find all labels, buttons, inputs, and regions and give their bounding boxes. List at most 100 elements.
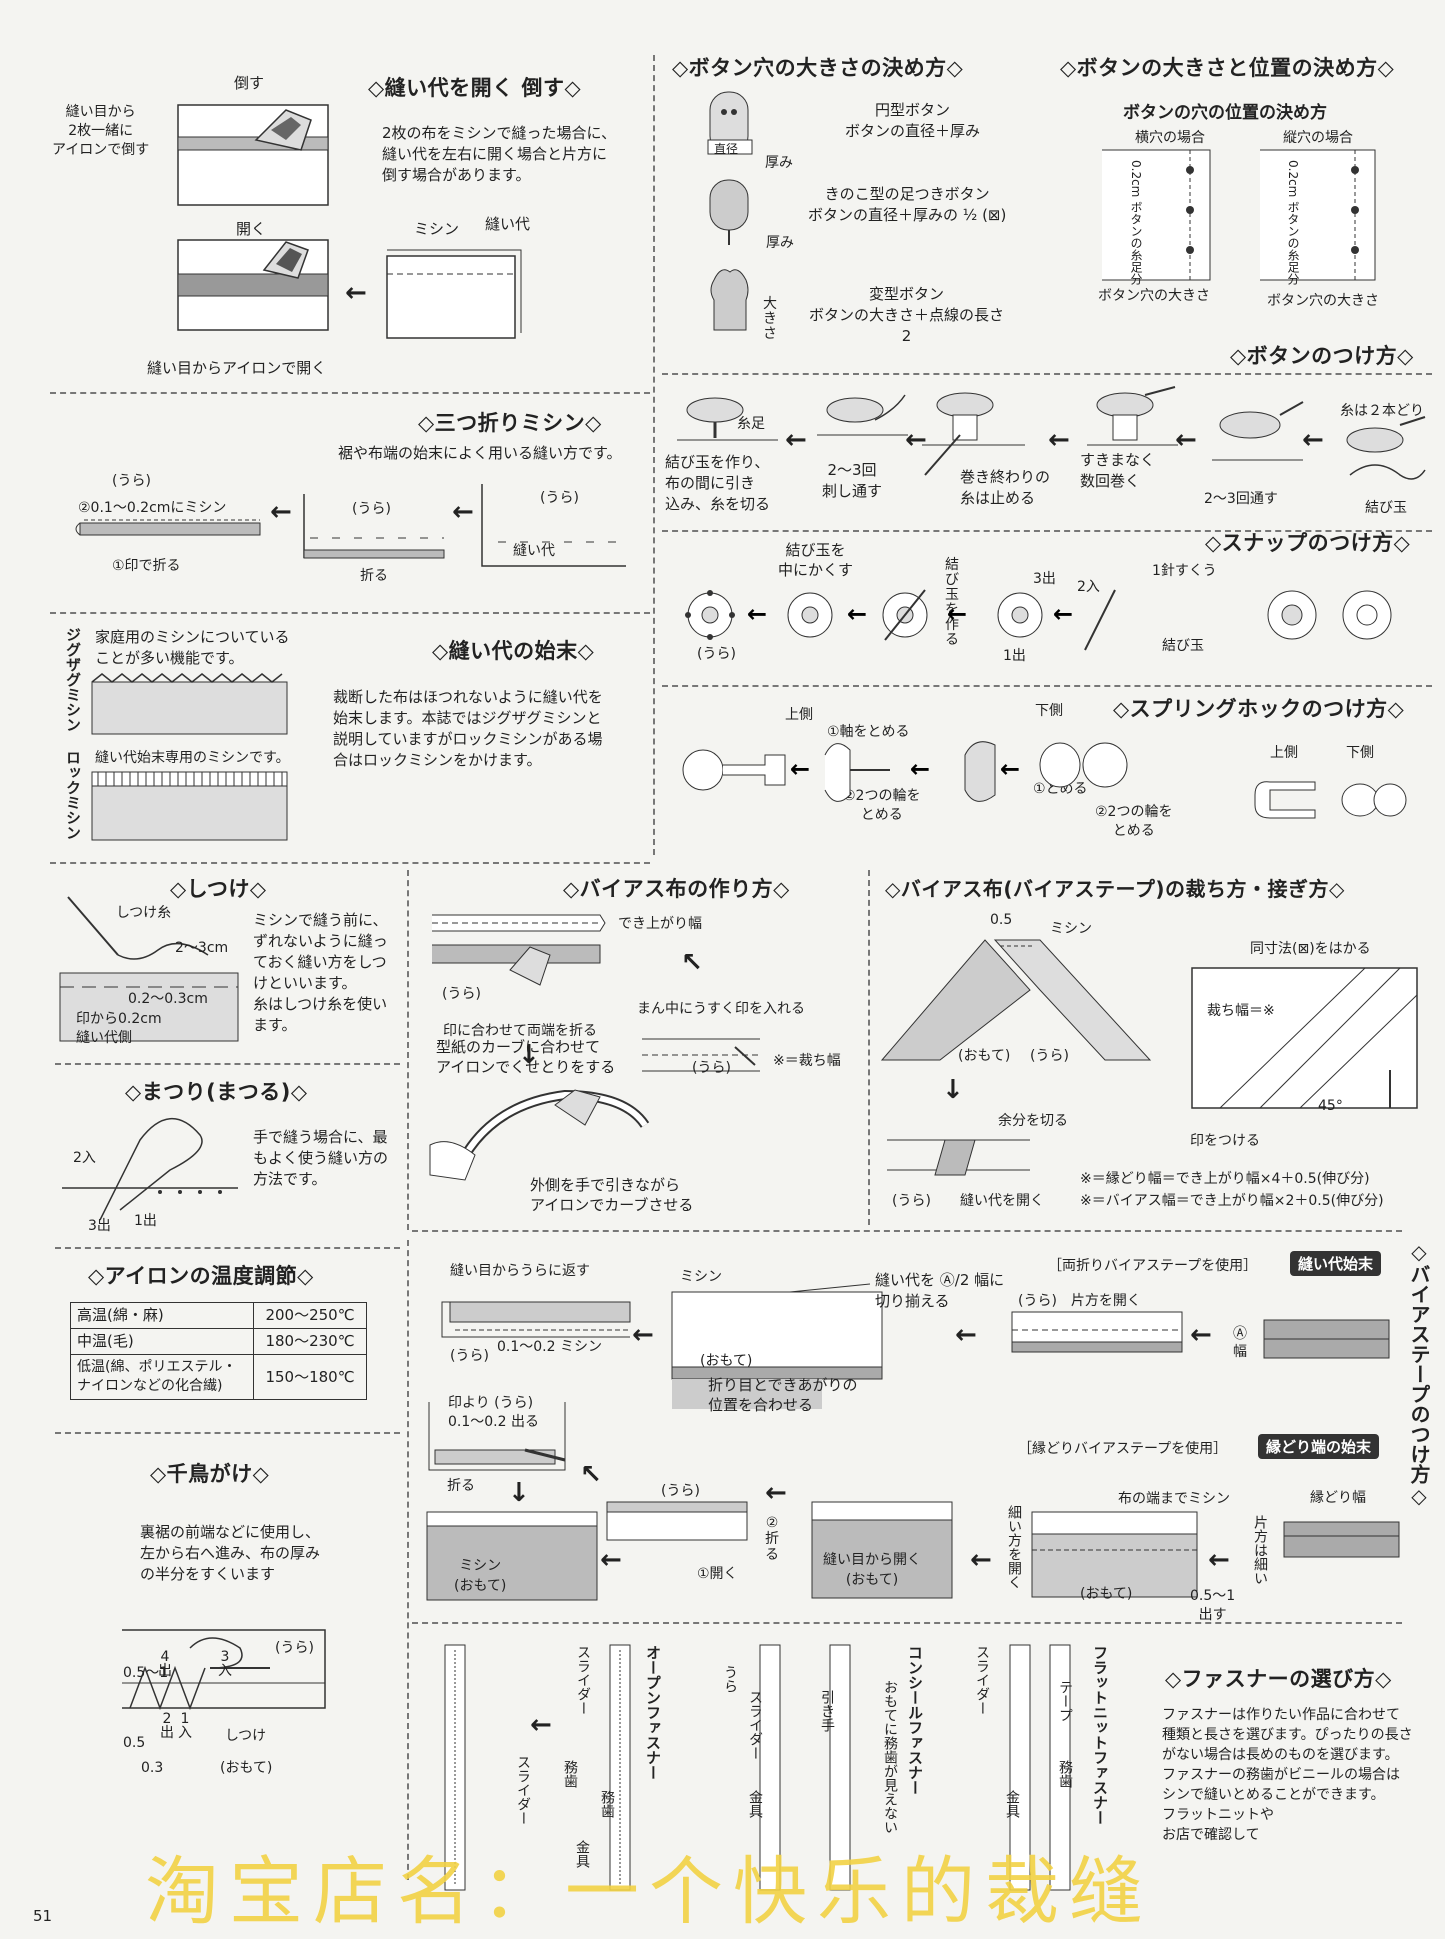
zigzag-swatch: [91, 673, 288, 735]
zip-conceal-title: コンシールファスナー: [906, 1645, 924, 1795]
divider: [55, 1432, 400, 1434]
section-title-btn-pos: ◇ボタンの大きさと位置の決め方◇: [1060, 56, 1395, 80]
divider: [662, 530, 1432, 532]
arrow-left: ←: [270, 497, 292, 527]
hook-parts: [1254, 781, 1407, 819]
temp-value: 180～230℃: [253, 1328, 367, 1355]
bias-fold-illustration: [432, 914, 606, 986]
snap-e: 1出: [1003, 648, 1026, 664]
r2-e: ①開く: [697, 1566, 738, 1582]
label-out-3: 3出: [88, 1218, 111, 1234]
btn-step-5: 2～3回 刺し通す: [822, 461, 883, 500]
btn-pos-vertical: 縦穴の場合: [1283, 130, 1353, 146]
btn-step-6: 結び玉を作り、 布の間に引き 込み、糸を切る: [665, 453, 771, 513]
snap-illustrations: ← ← ← ←: [685, 589, 1116, 651]
snap-c: 3出: [1033, 571, 1056, 587]
r2-c: (うら): [661, 1483, 700, 1499]
r1-b: (うら): [450, 1348, 489, 1364]
hook-lower-2: 下側: [1346, 745, 1374, 761]
concealed-zipper-illustration: [759, 1644, 851, 1891]
basting-text: ミシンで縫う前に、 ずれないように縫っ ておく縫い方をしつ けといいます。 糸は…: [253, 911, 388, 1034]
arrow-left: ←: [1302, 425, 1324, 455]
matsuri-text: 手で縫う場合に、最 もよく使う縫い方の 方法です。: [253, 1128, 389, 1188]
sub-1: ［両折りバイアステープを使用］: [1048, 1258, 1258, 1274]
temp-key: 高温(綿・麻): [70, 1302, 254, 1329]
temp-key: 中温(毛): [70, 1328, 254, 1355]
r1-h: (うら) 片方を開く: [1018, 1293, 1141, 1309]
label-n2: 4 出: [158, 1649, 172, 1679]
r1-f: (おもて): [700, 1353, 753, 1369]
zip-slider-2: スライダー: [515, 1755, 531, 1825]
round-button-rule: 円型ボタン ボタンの直径＋厚み: [845, 101, 981, 140]
label-cut-width: ※＝裁ち幅: [773, 1053, 841, 1069]
step-mark: まん中にうすく印を入れる: [637, 1001, 805, 1017]
label-out-1: 1出: [134, 1213, 157, 1229]
arrow-left: ←: [1208, 1545, 1230, 1575]
label-machine: ミシン: [414, 220, 460, 238]
temp-key: 低温(綿、ポリエステル・ ナイロンなどの化合繊): [70, 1354, 254, 1400]
divider: [55, 1247, 400, 1249]
r2-l: 縁どり幅: [1310, 1490, 1366, 1506]
label-cut-excess: 余分を切る: [998, 1113, 1068, 1129]
seam-illustration: [386, 249, 522, 339]
arrow-left: ←: [970, 1545, 992, 1575]
r2-m: 片方は細い: [1252, 1515, 1268, 1585]
label-dia: 直径: [714, 142, 739, 156]
btn-step-1: 糸は２本どり: [1340, 403, 1424, 419]
svg-text:←: ←: [1000, 755, 1020, 783]
bias-cut-illustration: [1191, 967, 1418, 1109]
label-omote: (おもて): [220, 1760, 273, 1776]
note-2: ※＝バイアス幅＝でき上がり幅×2＋0.5(伸び分): [1080, 1193, 1384, 1209]
btn-step-1b: 結び玉: [1365, 500, 1407, 516]
label-ura-2: (うら): [352, 501, 391, 517]
r2-step-final: [426, 1511, 598, 1601]
section-title-iron: ◇アイロンの温度調節◇: [88, 1264, 314, 1288]
r2-j: (おもて): [1080, 1586, 1133, 1602]
btn-step-3: すきまなく 数回巻く: [1080, 451, 1156, 490]
snap-d: 2入: [1077, 579, 1100, 595]
r2-step-fold: [428, 1402, 566, 1471]
zip-ura: うら: [722, 1665, 738, 1693]
zip-flat-title: フラットニットファスナー: [1091, 1645, 1109, 1825]
label-zigzag: ジグザグミシン: [64, 627, 82, 732]
lock-swatch: [91, 771, 288, 841]
buttons-illustration: [707, 91, 753, 331]
label-shitsuke: しつけ: [225, 1728, 267, 1744]
r2-h: 細い方を開く: [1006, 1505, 1022, 1589]
svg-text:←: ←: [847, 600, 867, 628]
r2-d: ② 折 る: [765, 1515, 779, 1563]
arrow-left: ←: [765, 1478, 787, 1508]
arrow-left: ←: [345, 278, 367, 308]
btn-step-1-illustration: [1346, 416, 1426, 480]
svg-text:←: ←: [747, 600, 767, 628]
zip-tape: テープ: [1057, 1680, 1073, 1722]
label-thick-2: 厚み: [766, 235, 794, 251]
hook-lower: 下側: [1035, 703, 1063, 719]
r2-step-tape: [1283, 1521, 1400, 1558]
zip-pull: 引き手: [819, 1690, 835, 1732]
step-pull: 外側を手で引きながら アイロンでカーブさせる: [530, 1176, 694, 1214]
svg-text:←: ←: [910, 755, 930, 783]
label-open: 縫い代を開く: [960, 1193, 1044, 1209]
r2-step-sew: [811, 1501, 953, 1599]
hook-upper-2: 上側: [1270, 745, 1298, 761]
table-row: 低温(綿、ポリエステル・ ナイロンなどの化合繊)150～180℃: [70, 1354, 367, 1400]
divider: [662, 685, 1432, 687]
column-divider: [407, 870, 409, 1230]
arrow-left: ←: [1190, 1320, 1212, 1350]
r1-step4: [441, 1301, 631, 1338]
table-row: 中温(毛)180～230℃: [70, 1328, 367, 1355]
column-divider: [407, 1240, 409, 1880]
label-finish-width: でき上がり幅: [618, 916, 702, 932]
label-n6: 0.5: [123, 1735, 146, 1751]
label-n05: 0.5: [990, 912, 1013, 928]
temp-value: 200～250℃: [253, 1302, 367, 1329]
hook-upper: 上側: [785, 707, 813, 723]
r1-d: ミシン: [680, 1269, 722, 1285]
section-title-three-fold: ◇三つ折りミシン◇: [418, 411, 602, 435]
label-ura-3: (うら): [540, 490, 579, 506]
divider: [50, 862, 650, 864]
chidori-illustration: [122, 1629, 326, 1711]
label-omote: (おもて): [958, 1048, 1011, 1064]
open-zipper-illustration: [444, 1644, 631, 1891]
